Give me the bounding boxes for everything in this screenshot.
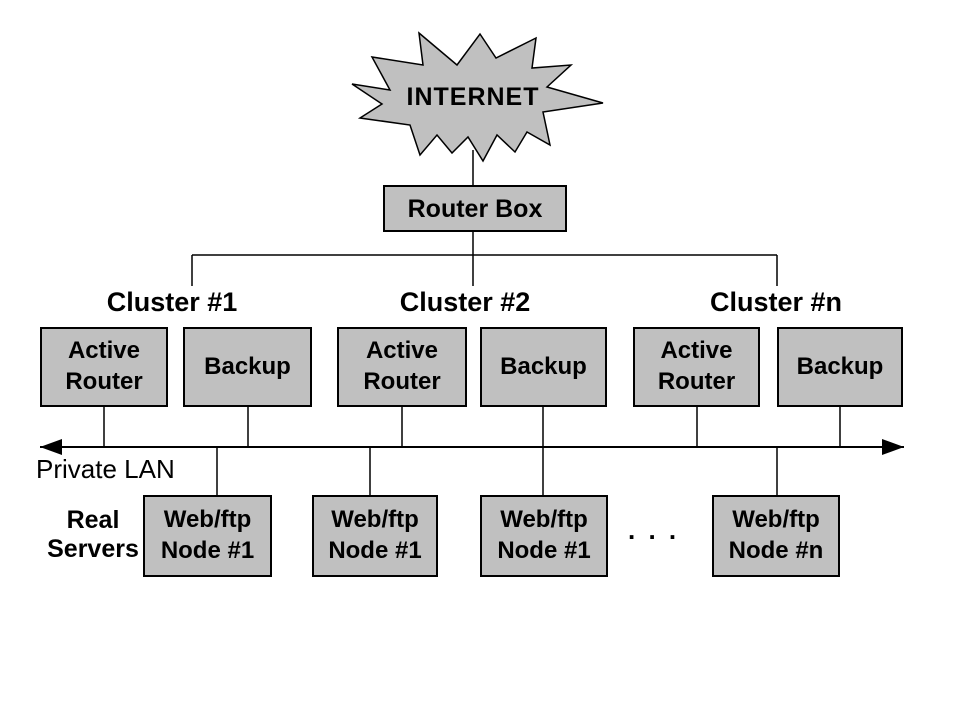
private-lan-label: Private LAN	[36, 454, 175, 484]
internet-label: INTERNET	[406, 83, 540, 111]
real-servers-label: Real Servers	[47, 506, 139, 563]
router-box: Router Box	[383, 185, 567, 232]
cluster2-backup-box: Backup	[480, 327, 607, 407]
lan-left-arrowhead-icon	[40, 439, 62, 455]
cluster1-backup-box: Backup	[183, 327, 312, 407]
cluster-n-active-router-box: Active Router	[633, 327, 760, 407]
cluster2-active-router-box: Active Router	[337, 327, 467, 407]
nodes-ellipsis: . . .	[628, 515, 680, 545]
cluster1-active-router-box: Active Router	[40, 327, 168, 407]
web-ftp-node-n-box: Web/ftp Node #n	[712, 495, 840, 577]
cluster-1-label: Cluster #1	[106, 287, 238, 317]
internet-burst-icon	[351, 31, 604, 163]
cluster-2-label: Cluster #2	[399, 287, 531, 317]
cluster-n-label: Cluster #n	[709, 287, 843, 317]
lan-right-arrowhead-icon	[882, 439, 904, 455]
web-ftp-node-2-box: Web/ftp Node #1	[312, 495, 438, 577]
web-ftp-node-1-box: Web/ftp Node #1	[143, 495, 272, 577]
web-ftp-node-3-box: Web/ftp Node #1	[480, 495, 608, 577]
cluster-n-backup-box: Backup	[777, 327, 903, 407]
